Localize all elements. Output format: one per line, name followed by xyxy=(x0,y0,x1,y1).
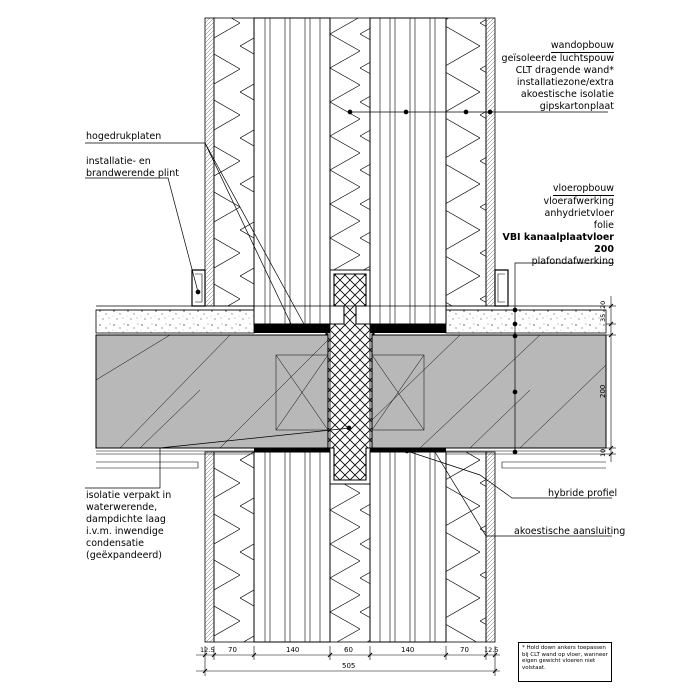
dim-total-label: 505 xyxy=(342,662,355,670)
floor-build-up xyxy=(95,305,607,469)
leader-lines xyxy=(85,109,614,537)
dim-12-5-right-label: 12.5 xyxy=(484,646,498,654)
dim-140-right-label: 140 xyxy=(401,646,414,654)
floor-layer-1: vloerafwerking xyxy=(543,196,614,207)
isolatie-label: isolatie verpakt in waterwerende, dampdi… xyxy=(86,490,171,562)
isolatie-line-6: (geëxpandeerd) xyxy=(86,550,162,561)
floor-layer-3: folie xyxy=(593,220,614,231)
hybride-profiel-label: hybride profiel xyxy=(548,488,618,499)
wall-layer-5: gipskartonplaat xyxy=(539,101,614,112)
hold-down-note: * Hold down ankers toepassen bij CLT wan… xyxy=(518,642,612,682)
wall-layer-3: installatiezone/extra xyxy=(516,77,614,88)
plint-label: installatie- en brandwerende plint xyxy=(86,156,179,180)
hogedrukplaten-label: hogedrukplaten xyxy=(86,131,162,142)
floor-build-up-labels: vloeropbouw vloerafwerking anhydrietvloe… xyxy=(490,183,614,268)
dim-12-5-left-label: 12.5 xyxy=(200,646,214,654)
dim-140-left-label: 140 xyxy=(286,646,299,654)
vbi-line-1: VBI kanaalplaatvloer xyxy=(502,232,614,243)
wandopbouw-heading: wandopbouw xyxy=(550,40,614,53)
vbi-line-2: 200 xyxy=(594,244,614,255)
isolatie-line-3: dampdichte laag xyxy=(86,514,166,525)
isolatie-line-2: waterwerende, xyxy=(86,502,158,513)
dim-10-label: 10 xyxy=(599,449,607,457)
lower-wall xyxy=(204,448,496,643)
isolatie-line-4: i.v.m. inwendige xyxy=(86,526,164,537)
akoestische-aansluiting-label: akoestische aansluiting xyxy=(514,526,626,537)
dimension-lines xyxy=(196,296,616,676)
isolatie-line-5: condensatie xyxy=(86,538,144,549)
vloeropbouw-heading: vloeropbouw xyxy=(552,183,614,196)
plafond-label: plafondafwerking xyxy=(531,256,614,267)
dim-60-label: 60 xyxy=(344,646,353,654)
floor-layer-2: anhydrietvloer xyxy=(544,208,614,219)
plint-line-1: installatie- en xyxy=(86,156,151,167)
dim-70-left-label: 70 xyxy=(228,646,237,654)
dim-70-right-label: 70 xyxy=(460,646,469,654)
dimension-texts: 12.5 70 140 60 140 70 12.5 505 35 20 200… xyxy=(200,301,607,670)
dim-35-label: 35 xyxy=(599,314,607,322)
wall-layer-4: akoestische isolatie xyxy=(520,89,614,100)
wall-layer-1: geïsoleerde luchtspouw xyxy=(501,53,614,64)
dim-20-label: 20 xyxy=(599,301,607,309)
wall-build-up-labels: wandopbouw geïsoleerde luchtspouw CLT dr… xyxy=(500,40,614,113)
isolatie-line-1: isolatie verpakt in xyxy=(86,490,172,501)
wall-layer-2: CLT dragende wand* xyxy=(515,65,614,76)
dim-200-label: 200 xyxy=(599,385,607,398)
hybrid-profile xyxy=(325,269,375,485)
plint-line-2: brandwerende plint xyxy=(86,168,179,179)
